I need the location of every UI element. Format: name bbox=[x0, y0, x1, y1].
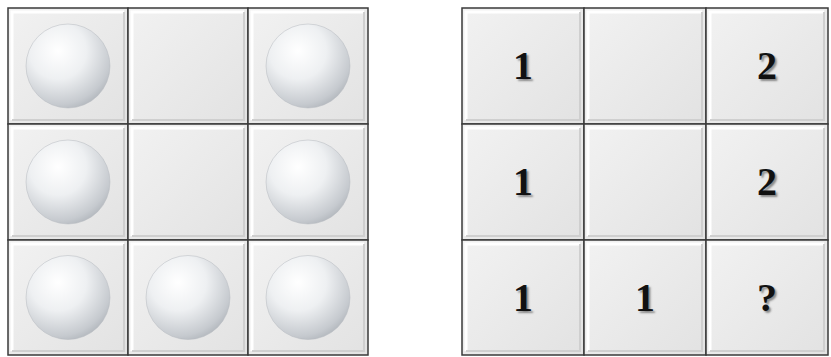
grid-cell bbox=[706, 124, 828, 240]
white-ball bbox=[26, 24, 110, 108]
white-ball bbox=[26, 140, 110, 224]
grid-cell bbox=[8, 240, 128, 355]
grid-cell bbox=[706, 240, 828, 355]
cell-frame bbox=[706, 240, 828, 355]
cell-frame bbox=[128, 8, 248, 124]
cell-bevel-light bbox=[12, 12, 124, 120]
cell-bevel-light bbox=[132, 244, 244, 351]
cell-frame bbox=[128, 124, 248, 240]
cell-bevel-light bbox=[12, 244, 124, 351]
cell-bevel-shade bbox=[252, 244, 364, 351]
white-ball bbox=[266, 140, 350, 224]
cell-bevel-light bbox=[252, 128, 364, 236]
white-ball bbox=[146, 256, 230, 340]
cell-bevel-shade bbox=[132, 128, 244, 236]
cell-bevel-shade bbox=[252, 12, 364, 120]
cell-bevel-light bbox=[588, 12, 702, 120]
cell-bevel-shade bbox=[132, 244, 244, 351]
cell-number: ? bbox=[706, 240, 828, 355]
cell-frame bbox=[248, 124, 368, 240]
cell-frame bbox=[584, 124, 706, 240]
cell-frame bbox=[584, 240, 706, 355]
cell-frame bbox=[248, 8, 368, 124]
grid-cell bbox=[706, 8, 828, 124]
grid-cell bbox=[248, 124, 368, 240]
grid-cell bbox=[584, 240, 706, 355]
cell-frame bbox=[706, 8, 828, 124]
cell-frame bbox=[706, 124, 828, 240]
grid-cell bbox=[462, 124, 584, 240]
cell-frame bbox=[128, 240, 248, 355]
grid-cell bbox=[128, 240, 248, 355]
cell-bevel-shade bbox=[12, 128, 124, 236]
cell-bevel-light bbox=[12, 128, 124, 236]
cell-bevel-light bbox=[252, 244, 364, 351]
cell-bevel-shade bbox=[588, 128, 702, 236]
cell-bevel-light bbox=[252, 12, 364, 120]
cell-bevel-light bbox=[588, 128, 702, 236]
cell-number: 1 bbox=[462, 8, 584, 124]
cell-bevel-shade bbox=[12, 244, 124, 351]
cell-frame bbox=[462, 8, 584, 124]
grid-cell bbox=[584, 124, 706, 240]
cell-number: 2 bbox=[706, 8, 828, 124]
cell-frame bbox=[584, 8, 706, 124]
white-ball bbox=[26, 256, 110, 340]
grid-cell bbox=[248, 8, 368, 124]
cell-number: 1 bbox=[462, 240, 584, 355]
cell-frame bbox=[8, 124, 128, 240]
cell-number: 2 bbox=[706, 124, 828, 240]
cell-bevel-shade bbox=[132, 12, 244, 120]
cell-frame bbox=[462, 124, 584, 240]
grid-cell bbox=[462, 8, 584, 124]
grid-cell bbox=[248, 240, 368, 355]
cell-number: 1 bbox=[462, 124, 584, 240]
cell-frame bbox=[8, 8, 128, 124]
grid-cell bbox=[584, 8, 706, 124]
cell-bevel-shade bbox=[252, 128, 364, 236]
grid-cell bbox=[8, 8, 128, 124]
cell-frame bbox=[8, 240, 128, 355]
cell-frame bbox=[462, 240, 584, 355]
grid-cell bbox=[8, 124, 128, 240]
cell-bevel-light bbox=[132, 128, 244, 236]
white-ball bbox=[266, 256, 350, 340]
grid-cell bbox=[462, 240, 584, 355]
cell-bevel-shade bbox=[12, 12, 124, 120]
cell-number: 1 bbox=[584, 240, 706, 355]
white-ball bbox=[266, 24, 350, 108]
cell-bevel-light bbox=[132, 12, 244, 120]
cell-bevel-shade bbox=[588, 12, 702, 120]
cell-frame bbox=[248, 240, 368, 355]
grid-cell bbox=[128, 124, 248, 240]
grid-cell bbox=[128, 8, 248, 124]
